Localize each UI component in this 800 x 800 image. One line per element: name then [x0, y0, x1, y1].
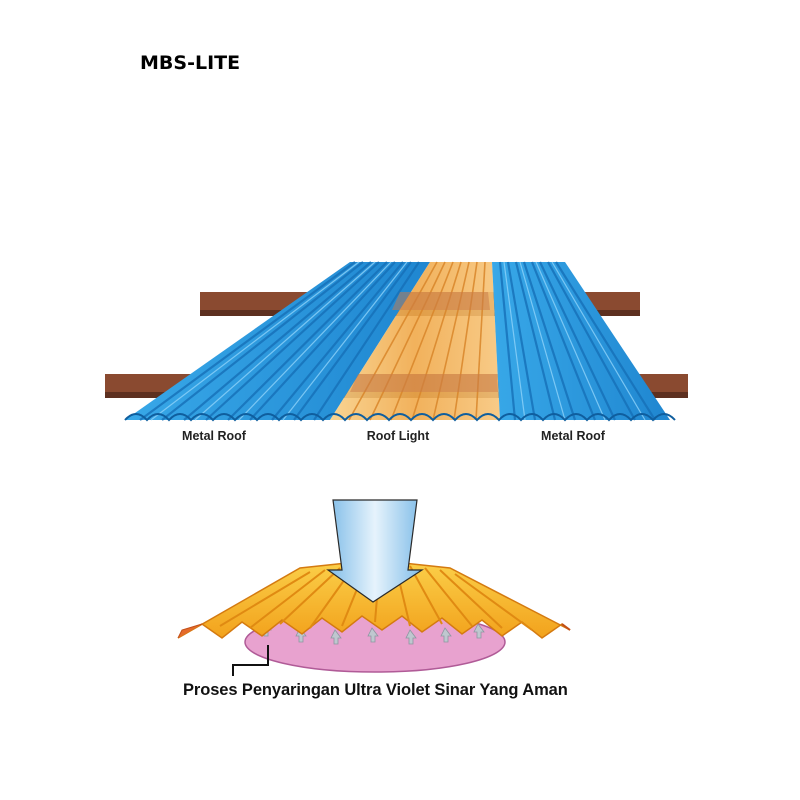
roof-light-sheet — [330, 261, 500, 421]
label-roof-light: Roof Light — [366, 429, 430, 443]
corrugated-edge — [124, 413, 676, 422]
label-metal-roof-left: Metal Roof — [182, 429, 246, 443]
label-metal-roof-right: Metal Roof — [541, 429, 605, 443]
page-title: MBS-LITE — [140, 52, 241, 74]
metal-roof-right — [492, 261, 670, 421]
sunlight-arrow — [326, 499, 425, 603]
roof-diagram — [105, 261, 688, 422]
uv-filter-caption: Proses Penyaringan Ultra Violet Sinar Ya… — [183, 681, 568, 699]
callout-pointer — [232, 645, 269, 676]
uv-filter-diagram — [177, 499, 571, 676]
metal-roof-left — [125, 261, 430, 421]
